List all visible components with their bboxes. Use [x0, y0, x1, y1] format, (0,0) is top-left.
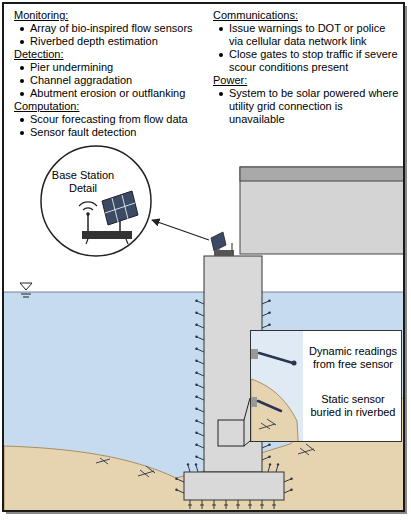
bullet-item: Pier undermining	[14, 61, 209, 74]
bullet-item: System to be solar powered where utility…	[213, 87, 401, 126]
inset-caption: Dynamic readings from free sensor	[307, 345, 399, 371]
section-heading: Computation:	[14, 100, 209, 113]
bullet-item: Close gates to stop traffic if severe sc…	[213, 48, 401, 74]
text-column: Monitoring:Array of bio-inspired flow se…	[14, 9, 209, 139]
bullet-item: Array of bio-inspired flow sensors	[14, 22, 209, 35]
inset-box: Dynamic readings from free sensorStatic …	[250, 330, 402, 442]
detail-circle: Base Station Detail	[40, 145, 152, 257]
bullet-item: Riverbed depth estimation	[14, 35, 209, 48]
detail-circle-outline	[40, 145, 152, 257]
section-heading: Communications:	[213, 9, 401, 22]
section-heading: Monitoring:	[14, 9, 209, 22]
bullet-item: Scour forecasting from flow data	[14, 113, 209, 126]
inset-caption: Static sensor buried in riverbed	[307, 393, 399, 419]
bullet-item: Issue warnings to DOT or police via cell…	[213, 22, 401, 48]
section-heading: Detection:	[14, 48, 209, 61]
bullet-item: Channel aggradation	[14, 74, 209, 87]
callout-title: Base Station Detail	[49, 169, 117, 195]
bullet-item: Sensor fault detection	[14, 126, 209, 139]
text-column: Communications:Issue warnings to DOT or …	[213, 9, 401, 126]
bullet-item: Abutment erosion or outflanking	[14, 87, 209, 100]
section-heading: Power:	[213, 74, 401, 87]
